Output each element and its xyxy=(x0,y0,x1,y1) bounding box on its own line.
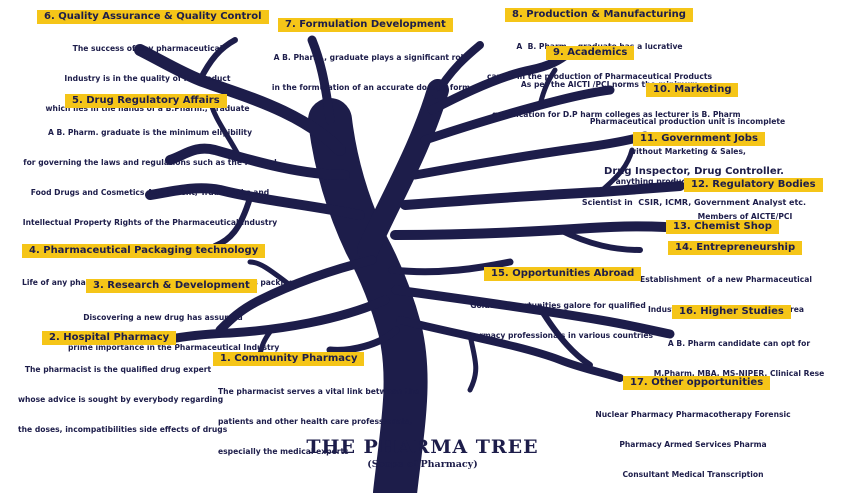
branch xyxy=(307,35,335,125)
branch xyxy=(390,221,670,240)
desc-line: A B. Pharm. graduate is the minimum elig… xyxy=(47,128,253,137)
label-opportunities-abroad: 15. Opportunities Abroad xyxy=(484,267,642,281)
desc-line: prime importance in the Pharmaceutical I… xyxy=(68,343,280,352)
label-drug-regulatory-affairs: 5. Drug Regulatory Affairs xyxy=(65,94,227,108)
desc-opportunities-abroad: Golden opportunities galore for qualifie… xyxy=(458,281,658,361)
branch xyxy=(557,227,643,253)
branch xyxy=(247,259,293,288)
label-formulation-development: 7. Formulation Development xyxy=(278,18,453,32)
desc-line: Food Drugs and Cosmetics Act, Patent, Tr… xyxy=(30,188,270,197)
label-government-jobs: 11. Government Jobs xyxy=(633,132,765,146)
tree-trunk xyxy=(308,98,428,493)
branch xyxy=(160,295,390,345)
desc-line: The pharmacist serves a vital link betwe… xyxy=(218,387,420,396)
label-quality-assurance: 6. Quality Assurance & Quality Control xyxy=(37,10,269,24)
desc-line: Pharmacy Armed Services Pharma xyxy=(619,440,767,449)
label-academics: 9. Academics xyxy=(546,46,635,60)
branch xyxy=(134,44,346,156)
desc-drug-regulatory-affairs: A B. Pharm. graduate is the minimum elig… xyxy=(15,108,285,248)
desc-regulatory-bodies: Members of AICTE/PCI xyxy=(684,192,806,242)
desc-research-development: Discovering a new drug has assumed prime… xyxy=(68,293,280,373)
branch xyxy=(410,131,650,180)
branch xyxy=(420,85,615,145)
desc-line: Members of AICTE/PCI xyxy=(697,212,793,221)
branch xyxy=(215,255,377,335)
desc-line: Establishment of a new Pharmaceutical xyxy=(640,275,812,284)
branch xyxy=(165,143,350,180)
desc-line: without Marketing & Sales, xyxy=(629,147,746,156)
desc-line: Intellectual Property Rights of the Phar… xyxy=(22,218,278,227)
branch xyxy=(432,41,484,99)
branch xyxy=(597,147,635,195)
branch xyxy=(391,285,675,339)
branch xyxy=(396,316,624,382)
desc-quality-assurance: The success of any pharmaceutical Indust… xyxy=(35,24,260,134)
branch xyxy=(197,37,238,83)
branch xyxy=(467,332,479,393)
desc-line: qualification for D.P harm colleges as l… xyxy=(492,110,741,119)
desc-line: for governing the laws and regulations s… xyxy=(23,158,277,167)
desc-line: The success of any pharmaceutical xyxy=(72,44,223,53)
label-chemist-shop: 13. Chemist Shop xyxy=(666,220,779,234)
branch xyxy=(537,305,593,368)
desc-line: Consultant Medical Transcription xyxy=(622,470,764,479)
desc-government-jobs: Drug Inspector, Drug Controller. Scienti… xyxy=(578,145,810,230)
desc-line: Golden opportunities galore for qualifie… xyxy=(470,301,646,310)
desc-line: whose advice is sought by everybody rega… xyxy=(18,395,224,404)
label-entrepreneurship: 14. Entrepreneurship xyxy=(668,241,803,255)
desc-line: patients and other health care professio… xyxy=(218,417,412,426)
branch xyxy=(400,181,685,210)
diagram-title: THE PHARMA TREE xyxy=(306,436,539,458)
branch xyxy=(145,183,365,220)
desc-hospital-pharmacy: The pharmacist is the qualified drug exp… xyxy=(18,345,228,455)
desc-line: M.Pharm, MBA, MS-NIPER. Clinical Rese xyxy=(653,369,825,378)
label-higher-studies: 16. Higher Studies xyxy=(672,305,791,319)
label-hospital-pharmacy: 2. Hospital Pharmacy xyxy=(42,331,177,345)
label-marketing: 10. Marketing xyxy=(646,83,739,97)
label-packaging-technology: 4. Pharmaceutical Packaging technology xyxy=(22,244,266,258)
desc-line: the doses, incompatibilities side effect… xyxy=(18,425,228,434)
desc-line: career in the production of Pharmaceutic… xyxy=(486,72,712,81)
desc-line: A B. Pharm candidate can opt for xyxy=(667,339,811,348)
desc-line: Drug Inspector, Drug Controller. xyxy=(604,166,784,177)
label-regulatory-bodies: 12. Regulatory Bodies xyxy=(684,178,823,192)
desc-line: Industry is in the quality of its produc… xyxy=(64,74,231,83)
label-research-development: 3. Research & Development xyxy=(86,279,257,293)
desc-line: Pharmacy professionals in various countr… xyxy=(462,331,654,340)
desc-higher-studies: A B. Pharm candidate can opt for M.Pharm… xyxy=(650,319,828,399)
desc-line: which lies in the hands of a B.Pharm., g… xyxy=(45,104,250,113)
desc-line: Nuclear Pharmacy Pharmacotherapy Forensi… xyxy=(595,410,791,419)
label-other-opportunities: 17. Other opportunities xyxy=(623,376,771,390)
label-production-manufacturing: 8. Production & Manufacturing xyxy=(505,8,693,22)
desc-line: A B. Pharm., graduate plays a significan… xyxy=(273,53,469,62)
branch xyxy=(326,326,400,354)
desc-line: Pharmaceutical production unit is incomp… xyxy=(589,117,786,126)
desc-community-pharmacy: The pharmacist serves a vital link betwe… xyxy=(218,367,420,477)
desc-other-opportunities: Nuclear Pharmacy Pharmacotherapy Forensi… xyxy=(586,390,800,500)
desc-formulation-development: A B. Pharm., graduate plays a significan… xyxy=(266,33,476,113)
diagram-subtitle: (Scope of Pharmacy) xyxy=(367,459,478,470)
branch xyxy=(388,258,514,276)
desc-line: in the formulation of an accurate dosage… xyxy=(271,83,471,92)
desc-line: Discovering a new drug has assumed xyxy=(83,313,243,322)
desc-line: The pharmacist is the qualified drug exp… xyxy=(24,365,212,374)
branch xyxy=(537,67,558,108)
desc-line: especially the medical experts xyxy=(218,447,349,456)
label-community-pharmacy: 1. Community Pharmacy xyxy=(213,352,365,366)
desc-line: Scientist in CSIR, ICMR, Government Anal… xyxy=(581,198,807,207)
